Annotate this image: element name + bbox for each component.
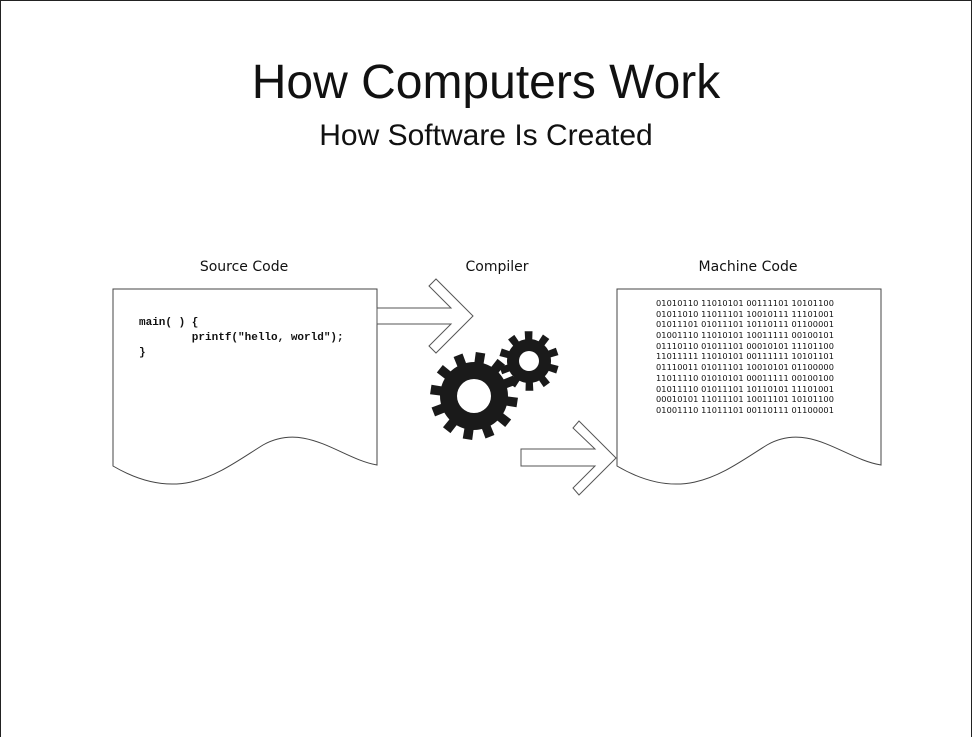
binary-line: 01010110 11010101 00111101 10101100	[656, 298, 834, 308]
binary-line: 01110110 01011101 00010101 11101100	[656, 340, 834, 351]
gear-icon	[430, 352, 518, 440]
slide-title: How Computers Work	[251, 56, 721, 109]
binary-line: 01001110 11010101 10011111 00100101	[656, 330, 834, 341]
source-code-block: main( ) { printf("hello, world"); }	[139, 316, 344, 361]
arrow-right-icon	[376, 278, 474, 354]
code-line: printf("hello, world");	[139, 332, 344, 344]
machine-code-label: Machine Code	[698, 259, 798, 275]
binary-line: 01001110 11011101 00110111 01100001	[656, 404, 834, 415]
binary-line: 01011101 01011101 10110111 01100001	[656, 319, 834, 330]
code-line: main( ) {	[139, 317, 199, 329]
gear-icon	[499, 331, 559, 391]
binary-line: 01011010 11011101 10010111 11101001	[656, 308, 834, 319]
code-line: }	[139, 347, 146, 359]
binary-line: 01110011 01011101 10010101 01100000	[656, 362, 834, 373]
binary-line: 11011110 01010101 00011111 00100100	[656, 372, 834, 383]
machine-document-icon	[616, 288, 882, 485]
machine-code-block: 01010110 11010101 00111101 10101100 0101…	[656, 298, 834, 416]
compiler-label: Compiler	[465, 259, 529, 275]
source-document-icon	[112, 288, 378, 485]
binary-line: 00010101 11011101 10011101 10101100	[656, 394, 834, 405]
binary-line: 01011110 01011101 10110101 11101001	[656, 383, 834, 394]
binary-line: 11011111 11010101 00111111 10101101	[656, 351, 834, 362]
source-code-label: Source Code	[199, 259, 289, 275]
slide-subtitle: How Software Is Created	[319, 119, 653, 152]
arrow-right-icon	[520, 420, 617, 496]
